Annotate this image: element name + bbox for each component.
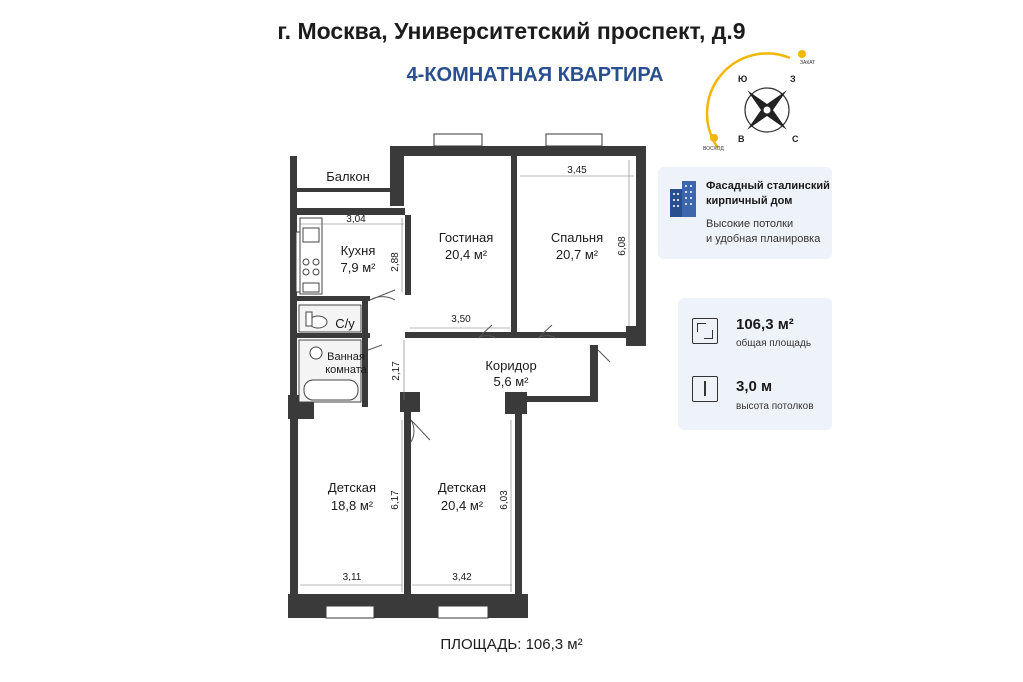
sun-path-icon — [705, 52, 791, 149]
apartment-type: 4-КОМНАТНАЯ КВАРТИРА — [406, 64, 664, 86]
height-label: высота потолков — [736, 401, 814, 412]
address-title: г. Москва, Университетский проспект, д.9 — [277, 18, 746, 44]
compass: ЗАКАТ ВОСХОД Ю З В С — [703, 50, 815, 152]
kids1-area: 18,8 м² — [331, 498, 374, 513]
area-icon — [692, 318, 718, 344]
building-info-card: Фасадный сталинский кирпичный дом Высоки… — [658, 167, 832, 259]
kids2-area: 20,4 м² — [441, 498, 484, 513]
toilet-label: С/у — [335, 316, 355, 331]
bathroom-fixtures — [298, 304, 362, 403]
dim-bath-height: 2,17 — [391, 361, 402, 381]
kitchen-area: 7,9 м² — [341, 260, 377, 275]
dim-kitchen-height: 2,88 — [390, 252, 401, 272]
dim-living-width: 3,50 — [451, 314, 471, 325]
building-desc: Высокие потолки и удобная планировка — [706, 218, 821, 245]
sunset-label: ЗАКАТ — [800, 60, 815, 66]
bedroom-area: 20,7 м² — [556, 247, 599, 262]
bathroom-label-2: комната — [325, 364, 367, 376]
compass-ring-icon — [744, 87, 790, 133]
dim-kids1-height: 6,17 — [390, 490, 401, 510]
kitchen-label: Кухня — [341, 243, 376, 258]
doors — [367, 289, 611, 443]
total-area-footer: ПЛОЩАДЬ: 106,3 м² — [440, 636, 583, 653]
sunrise-sun-icon — [710, 134, 718, 142]
metrics-card: 106,3 м² общая площадь 3,0 м высота пото… — [678, 298, 832, 430]
compass-north: С — [792, 134, 799, 144]
dim-kitchen-width: 3,04 — [346, 214, 366, 225]
dim-kids2-height: 6,03 — [499, 490, 510, 510]
compass-east: В — [738, 134, 745, 144]
dimension-lines — [300, 160, 634, 592]
height-value: 3,0 м — [736, 378, 773, 395]
building-title: Фасадный сталинский кирпичный дом — [706, 180, 830, 207]
kitchen-fixtures — [299, 217, 323, 295]
compass-west: З — [790, 74, 796, 84]
dim-kids2-width: 3,42 — [452, 572, 472, 583]
area-value: 106,3 м² — [736, 316, 794, 333]
balcony-label: Балкон — [326, 169, 370, 184]
living-area: 20,4 м² — [445, 247, 488, 262]
sunset-sun-icon — [798, 50, 806, 58]
corridor-area: 5,6 м² — [494, 374, 530, 389]
dim-kids1-width: 3,11 — [343, 572, 362, 583]
area-label: общая площадь — [736, 338, 812, 349]
windows — [295, 133, 603, 619]
bathroom-label-1: Ванная — [327, 351, 365, 363]
sunrise-label: ВОСХОД — [703, 146, 724, 152]
kids1-label: Детская — [328, 480, 376, 495]
kids2-label: Детская — [438, 480, 486, 495]
compass-south: Ю — [738, 74, 747, 84]
dim-bedroom-height: 6,08 — [617, 236, 628, 256]
corridor-label: Коридор — [485, 358, 536, 373]
building-icon — [670, 181, 696, 217]
height-icon — [692, 376, 718, 402]
living-label: Гостиная — [439, 230, 494, 245]
dim-bedroom-width: 3,45 — [567, 165, 587, 176]
bedroom-label: Спальня — [551, 230, 603, 245]
